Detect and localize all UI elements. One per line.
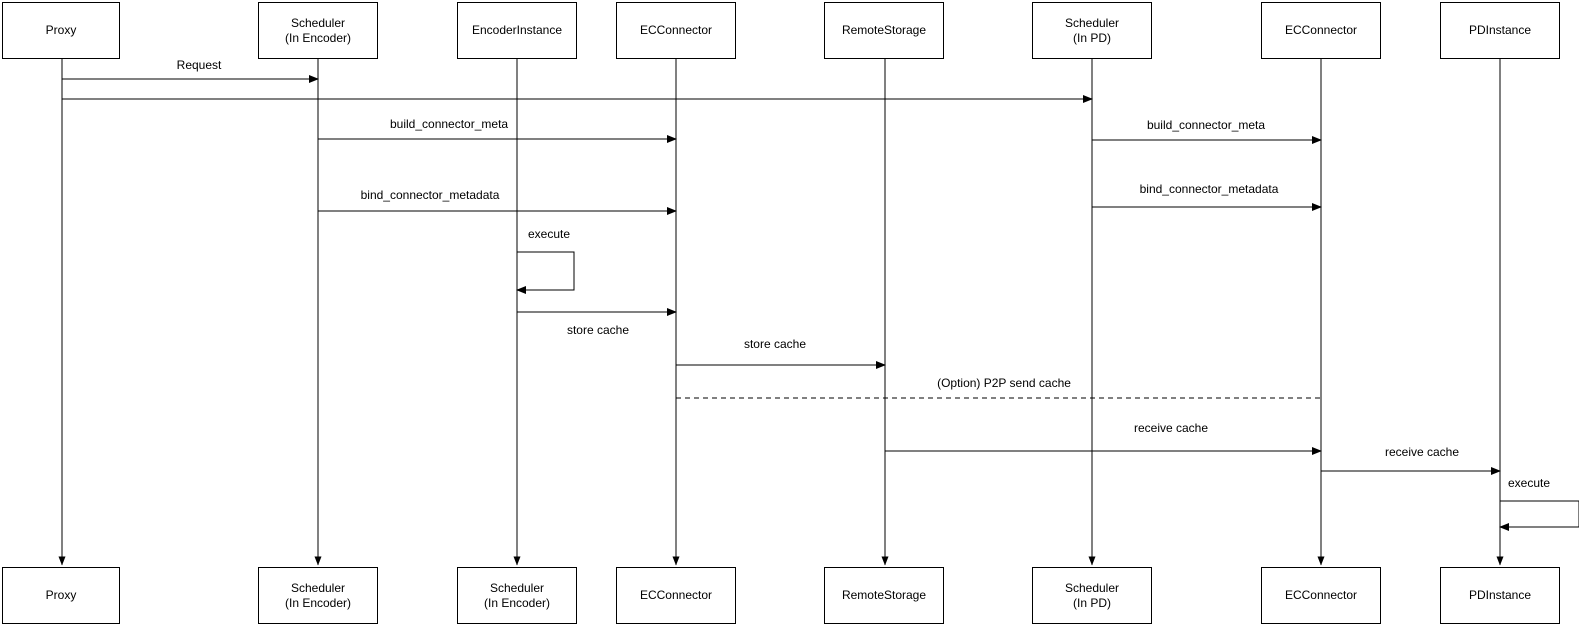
participant-label-line2: (In Encoder) [284, 595, 352, 610]
participant-top-ecc_left[interactable]: ECConnector [616, 2, 736, 59]
participant-bottom-proxy[interactable]: Proxy [2, 567, 120, 624]
self-messages-group [516, 251, 1579, 531]
message-label-m10: receive cache [1133, 421, 1209, 435]
participant-label-line1: ECConnector [1284, 588, 1358, 602]
participant-label-line1: Scheduler [290, 580, 346, 595]
participant-top-proxy[interactable]: Proxy [2, 2, 120, 59]
participant-top-sched_enc[interactable]: Scheduler(In Encoder) [258, 2, 378, 59]
message-label-m4: build_connector_meta [1146, 118, 1266, 132]
message-label-m3: build_connector_meta [390, 117, 509, 131]
participant-label-line1: Proxy [45, 588, 77, 602]
participant-bottom-ecc_left[interactable]: ECConnector [616, 567, 736, 624]
self-message-s1 [516, 251, 575, 294]
participant-top-remote[interactable]: RemoteStorage [824, 2, 944, 59]
message-label-m8: store cache [743, 337, 807, 351]
participant-label-line1: Proxy [45, 23, 77, 37]
participant-label-line1: Scheduler [1064, 580, 1120, 595]
participant-bottom-sched_enc[interactable]: Scheduler(In Encoder) [258, 567, 378, 624]
participant-label-line1: Scheduler [290, 15, 346, 30]
message-label-m5: bind_connector_metadata [360, 188, 500, 202]
participant-top-ecc_right[interactable]: ECConnector [1261, 2, 1381, 59]
message-label-m6: bind_connector_metadata [1139, 182, 1279, 196]
participant-label-line1: Scheduler [489, 580, 545, 595]
participant-label-line2: (In Encoder) [284, 30, 352, 45]
participant-label-line1: PDInstance [1468, 23, 1532, 37]
participant-top-enc_inst[interactable]: EncoderInstance [457, 2, 577, 59]
message-label-m9: (Option) P2P send cache [937, 376, 1071, 390]
participant-label-line2: (In Encoder) [483, 595, 551, 610]
participant-label-line2: (In PD) [1072, 30, 1111, 45]
message-label-m1: Request [176, 58, 222, 72]
participant-label-line1: EncoderInstance [471, 23, 563, 37]
participant-bottom-remote[interactable]: RemoteStorage [824, 567, 944, 624]
message-label-m11: receive cache [1384, 445, 1460, 459]
participant-label-line1: ECConnector [639, 588, 713, 602]
participant-top-pd_inst[interactable]: PDInstance [1440, 2, 1560, 59]
self-message-s2 [1499, 500, 1579, 531]
participant-label-line1: RemoteStorage [841, 23, 927, 37]
participant-bottom-enc_inst[interactable]: Scheduler(In Encoder) [457, 567, 577, 624]
self-message-label-s1: execute [528, 227, 571, 241]
participant-label-line1: PDInstance [1468, 588, 1532, 602]
participant-bottom-sched_pd[interactable]: Scheduler(In PD) [1032, 567, 1152, 624]
participant-label-line1: ECConnector [1284, 23, 1358, 37]
participant-label-line1: Scheduler [1064, 15, 1120, 30]
message-label-m7: store cache [566, 323, 630, 337]
self-message-label-s2: execute [1508, 476, 1551, 490]
participant-top-sched_pd[interactable]: Scheduler(In PD) [1032, 2, 1152, 59]
messages-group [62, 75, 1501, 475]
participant-bottom-ecc_right[interactable]: ECConnector [1261, 567, 1381, 624]
participant-label-line2: (In PD) [1072, 595, 1111, 610]
participant-label-line1: ECConnector [639, 23, 713, 37]
participant-bottom-pd_inst[interactable]: PDInstance [1440, 567, 1560, 624]
lifelines-group [58, 59, 1504, 566]
participant-label-line1: RemoteStorage [841, 588, 927, 602]
